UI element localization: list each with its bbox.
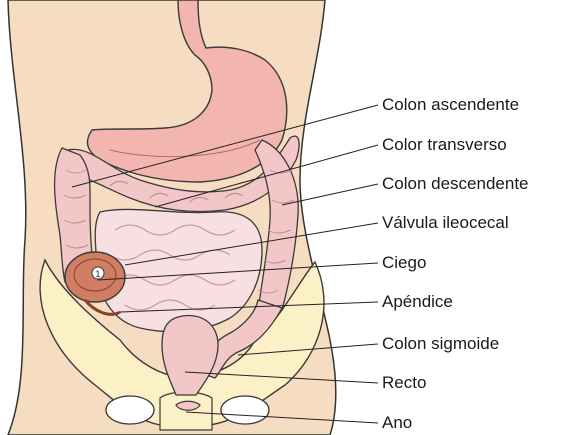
label-recto: Recto [382,373,426,393]
label-colon-ascendente: Colon ascendente [382,95,519,115]
label-apendice: Apéndice [382,292,453,312]
anus [176,401,200,410]
label-ciego: Ciego [382,253,426,273]
label-colon-sigmoide: Colon sigmoide [382,334,499,354]
label-colon-transverso: Color transverso [382,135,507,155]
marker-number: 1 [95,269,100,279]
label-ano: Ano [382,413,412,433]
label-colon-descendente: Colon descendente [382,174,529,194]
label-valvula-ileocecal: Válvula ileocecal [382,213,509,233]
